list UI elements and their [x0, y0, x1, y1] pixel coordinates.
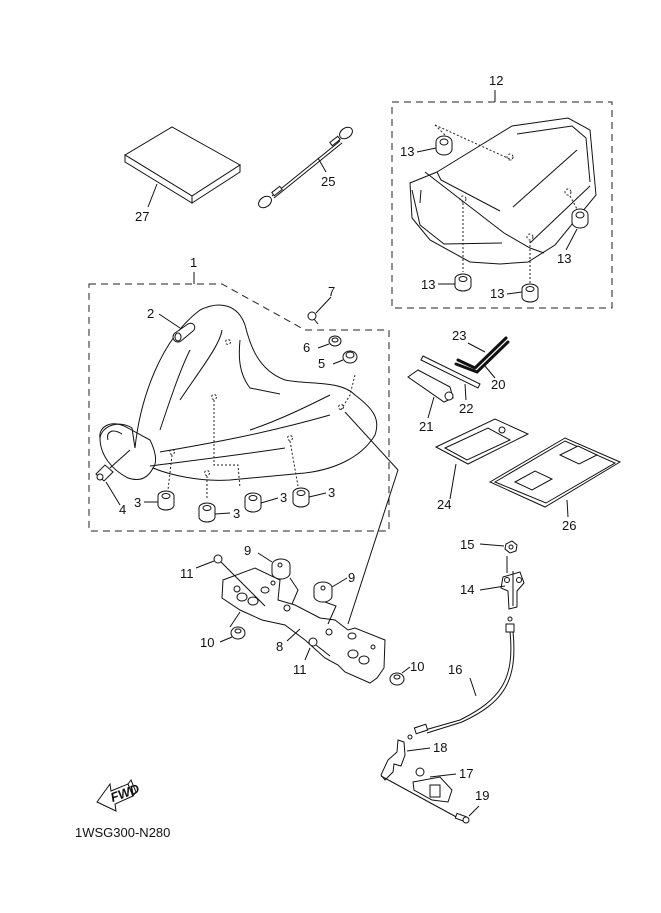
callout-3: 3	[328, 485, 335, 500]
part-19-screw[interactable]	[454, 812, 470, 824]
part-17-seat-lock[interactable]	[380, 767, 461, 820]
part-7-bolt[interactable]	[307, 311, 319, 325]
part-6-damper[interactable]	[328, 335, 342, 347]
part-5-collar[interactable]	[342, 350, 358, 364]
callout-22: 22	[459, 401, 473, 416]
part-23-hex-wrench[interactable]	[456, 336, 508, 370]
callout-20: 20	[491, 377, 505, 392]
callout-24: 24	[437, 497, 451, 512]
part-12-rear-seat[interactable]	[409, 117, 597, 265]
callout-3: 3	[233, 506, 240, 521]
callout-23: 23	[452, 328, 466, 343]
callout-3: 3	[134, 495, 141, 510]
callout-13: 13	[400, 144, 414, 159]
part-8-seat-bracket[interactable]	[221, 567, 386, 684]
part-22-screwdriver[interactable]	[420, 355, 481, 389]
part-10-damper[interactable]	[230, 626, 405, 686]
callout-18: 18	[433, 740, 447, 755]
callout-9: 9	[348, 570, 355, 585]
callout-7: 7	[328, 284, 335, 299]
part-21-driver-handle[interactable]	[407, 369, 454, 403]
callout-17: 17	[459, 766, 473, 781]
callout-9: 9	[244, 543, 251, 558]
part-15-nut[interactable]	[504, 540, 518, 554]
group-12-boundary	[391, 101, 613, 309]
part-27-pad[interactable]	[124, 126, 241, 208]
callout-1: 1	[190, 255, 197, 270]
part-2-fitting[interactable]	[172, 322, 196, 343]
part-14-lock-bracket[interactable]	[500, 571, 525, 610]
part-13-damper[interactable]	[435, 135, 589, 303]
callout-12: 12	[489, 73, 503, 88]
callout-6: 6	[303, 340, 310, 355]
callout-10: 10	[410, 659, 424, 674]
fwd-arrow-icon: FWD	[96, 779, 142, 812]
callout-15: 15	[460, 537, 474, 552]
callout-14: 14	[460, 582, 474, 597]
part-20-hex-wrench[interactable]	[454, 340, 510, 374]
catalog-code: 1WSG300-N280	[75, 825, 170, 840]
part-1-double-seat[interactable]	[99, 304, 378, 481]
part-9-damper[interactable]	[271, 558, 333, 603]
part-16-lock-cable[interactable]	[407, 616, 515, 740]
callout-11: 11	[180, 566, 194, 581]
part-3-damper[interactable]	[157, 487, 310, 523]
fwd-label: FWD	[108, 781, 142, 805]
callout-16: 16	[448, 662, 462, 677]
callout-25: 25	[321, 174, 335, 189]
part-11-bolt[interactable]	[213, 554, 331, 657]
part-18-lock-bracket[interactable]	[380, 739, 406, 781]
callout-5: 5	[318, 356, 325, 371]
group-1-boundary	[88, 283, 390, 532]
callout-2: 2	[147, 306, 154, 321]
callout-3: 3	[280, 490, 287, 505]
callout-13: 13	[421, 277, 435, 292]
callout-19: 19	[475, 788, 489, 803]
callout-27: 27	[135, 209, 149, 224]
callout-8: 8	[276, 639, 283, 654]
part-26-manual[interactable]	[488, 437, 622, 508]
callout-10: 10	[200, 635, 214, 650]
callout-4: 4	[119, 502, 126, 517]
part-4-damper[interactable]	[95, 464, 114, 482]
part-24-tool-case[interactable]	[434, 418, 530, 465]
callout-21: 21	[419, 419, 433, 434]
callout-13: 13	[490, 286, 504, 301]
callout-13: 13	[557, 251, 571, 266]
callout-11: 11	[293, 662, 307, 677]
callout-26: 26	[562, 518, 576, 533]
part-25-helmet-cable[interactable]	[256, 125, 354, 210]
